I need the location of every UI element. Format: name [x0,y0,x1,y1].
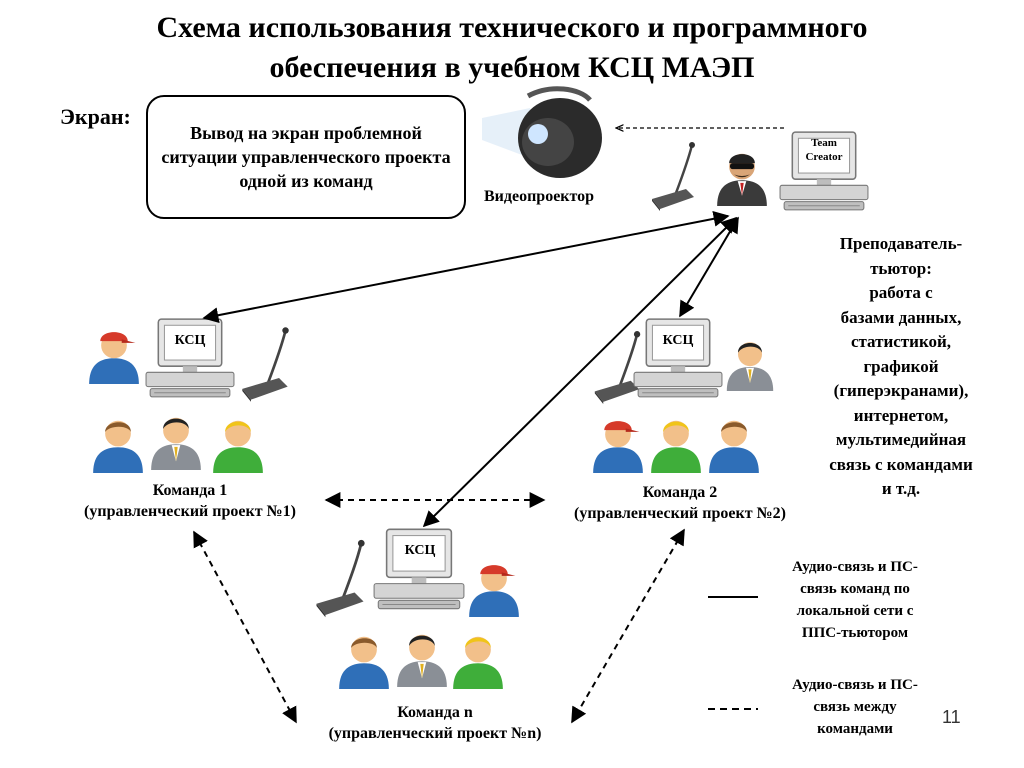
teamn-ksc-label: КСЦ [405,543,436,558]
team1-label: Команда 1 (управленческий проект №1) [40,480,340,522]
teamn-label: Команда n (управленческий проект №n) [290,702,580,744]
tutor-line: графикой [863,356,939,376]
team1-ksc-label: КСЦ [175,333,206,348]
tutor-monitor-line2: Creator [805,151,842,163]
screen-label: Экран: [60,104,131,129]
tutor-line: и т.д. [881,479,921,498]
tutor-team2-link [679,216,739,318]
tutor-line: интернетом, [853,405,949,425]
tutor-description: Преподаватель- тьютор: работа с базами д… [796,232,1006,502]
team1-member-cap-icon [89,332,139,384]
legend-dashed-line-text: Аудио-связь и ПС- [792,677,918,693]
page-title: Схема использования технического и прогр… [0,8,1024,88]
title-line-1: Схема использования технического и прогр… [156,11,868,44]
tutor-line: тьютор: [870,258,932,278]
legend-dashed-text: Аудио-связь и ПС- связь между командами [760,674,950,740]
tutor-line: связь с командами [829,454,973,474]
legend-solid-text: Аудио-связь и ПС- связь команд по локаль… [760,556,950,644]
tutor-microphone-icon [650,140,697,213]
legend-dashed-line-text: связь между [813,699,897,715]
teamn-computer-icon [373,528,465,610]
team2-member-cap-icon [593,421,643,473]
team2-name: Команда 2 [642,484,718,501]
projector-label: Видеопроектор [484,188,595,205]
team2-member-green-icon [651,420,701,473]
legend-dashed-line-text: командами [817,721,893,737]
teamn-member-blue-icon [339,636,389,689]
team1-member-suit-icon [151,417,201,470]
team2-computer-icon [633,318,723,398]
teamn-member-green-icon [453,636,503,689]
team1-computer-icon [145,318,235,398]
tutor-line: статистикой, [850,332,952,351]
team1-teamn-link [193,530,297,724]
team1-name: Команда 1 [152,482,228,499]
tutor-line: работа с [869,283,933,302]
tutor-line: мультимедийная [835,430,967,449]
legend-solid-line-text: связь команд по [800,581,910,597]
teamn-microphone-icon [315,538,367,618]
tutor-line: (гиперэкранами), [833,381,969,400]
team2-ksc-label: КСЦ [663,333,694,348]
tutor-avatar-icon [717,153,767,206]
teamn-member-suit-icon [397,634,447,687]
team1-microphone-icon [240,326,291,402]
team2-microphone-icon [593,330,642,404]
legend-solid-line-text: Аудио-связь и ПС- [792,559,918,575]
team2-member-suit-icon [726,342,774,391]
title-line-2: обеспечения в учебном КСЦ МАЭП [269,51,755,84]
team1-member-green-icon [213,420,263,473]
legend-solid-line-text: ППС-тьютором [801,625,909,641]
team2-project: (управленческий проект №2) [574,505,786,522]
teamn-name: Команда n [397,704,473,721]
teamn-project: (управленческий проект №n) [328,725,542,742]
team2-label: Команда 2 (управленческий проект №2) [530,482,830,524]
tutor-line: Преподаватель- [839,234,963,253]
team1-project: (управленческий проект №1) [84,503,296,520]
page-number: 11 [942,707,961,727]
tutor-monitor-line1: Team [811,137,837,149]
tutor-teamn-link [422,216,738,528]
legend-solid-line-text: локальной сети с [796,603,914,619]
team1-member-blue-icon [93,420,143,473]
projector-icon [482,86,602,178]
teamn-member-cap-icon [469,565,519,617]
tutor-line: базами данных, [840,307,962,327]
screen-box-text: Вывод на экран проблемной ситуации управ… [161,123,451,191]
team2-teamn-link [571,528,685,724]
team2-member-blue-icon [709,420,759,473]
